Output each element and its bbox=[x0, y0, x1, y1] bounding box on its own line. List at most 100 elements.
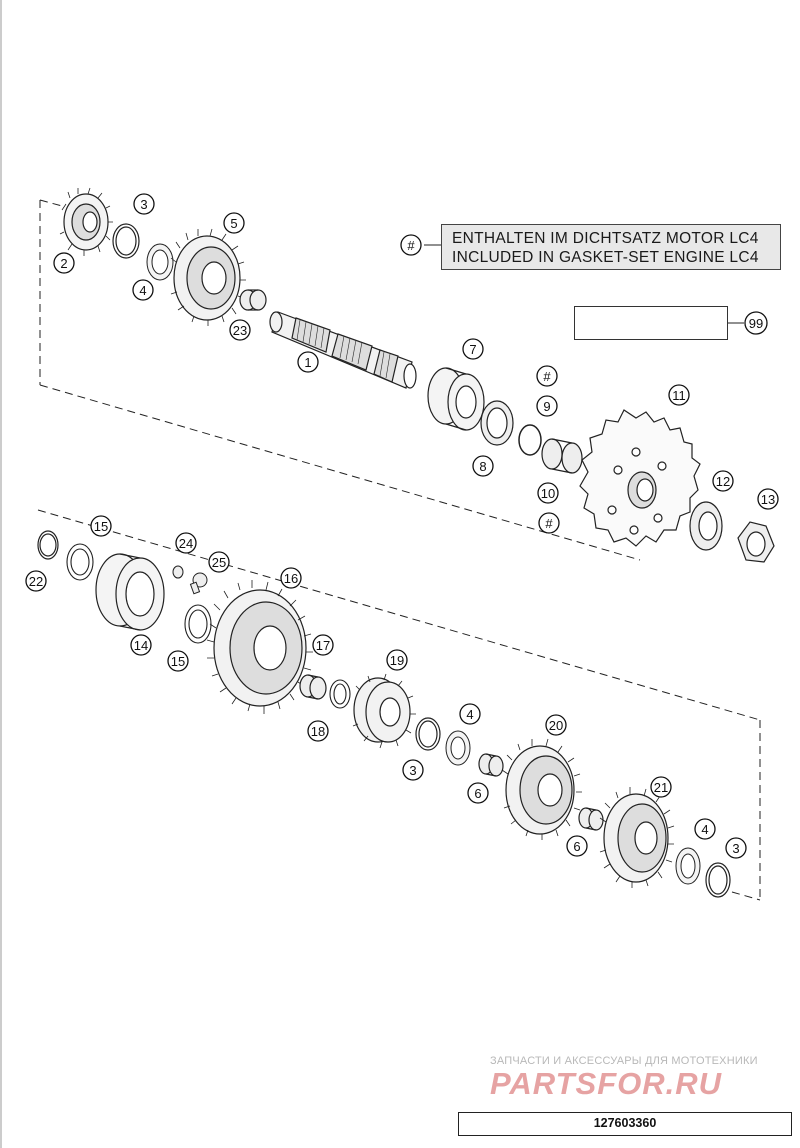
callout-20: 20 bbox=[545, 714, 567, 736]
gear-19 bbox=[352, 673, 416, 749]
callout-4: 4 bbox=[459, 703, 481, 725]
callout-5-label: 5 bbox=[230, 216, 237, 231]
seal-ring-8 bbox=[480, 400, 514, 446]
washer-4-mid bbox=[445, 730, 471, 766]
callout-11: 11 bbox=[668, 384, 690, 406]
gear-5 bbox=[170, 228, 246, 326]
callout-14: 14 bbox=[130, 634, 152, 656]
callout-6-label: 6 bbox=[573, 839, 580, 854]
callout-24-label: 24 bbox=[179, 536, 193, 551]
callout-4: 4 bbox=[694, 818, 716, 840]
callout-7-label: 7 bbox=[469, 342, 476, 357]
nut-13 bbox=[737, 521, 775, 563]
bearing-14 bbox=[95, 553, 165, 631]
gear-16 bbox=[206, 580, 313, 714]
callout-17: 17 bbox=[312, 634, 334, 656]
washer-4 bbox=[146, 243, 174, 281]
callout-9: 9 bbox=[536, 395, 558, 417]
legend-hash-symbol-label: # bbox=[407, 238, 415, 253]
washer-18 bbox=[329, 679, 351, 709]
bushing-6-lower bbox=[578, 807, 604, 831]
callout-11-label: 11 bbox=[672, 388, 686, 403]
callout-13-label: 13 bbox=[761, 492, 775, 507]
lock-washer-12 bbox=[689, 501, 723, 551]
callout-15: 15 bbox=[90, 515, 112, 537]
o-ring-9 bbox=[518, 424, 542, 456]
callout-25: 25 bbox=[208, 551, 230, 573]
callout-24: 24 bbox=[175, 532, 197, 554]
callout-22-label: 22 bbox=[29, 574, 43, 589]
circlip-22 bbox=[37, 530, 59, 560]
callout-4: 4 bbox=[132, 279, 154, 301]
callout-12-label: 12 bbox=[716, 474, 730, 489]
circlip-3-mid bbox=[415, 717, 441, 751]
kit-number-99-label: 99 bbox=[749, 316, 763, 331]
callout-20-label: 20 bbox=[549, 718, 563, 733]
callout-3: 3 bbox=[133, 193, 155, 215]
callout-1: 1 bbox=[297, 351, 319, 373]
callout-3-label: 3 bbox=[140, 197, 147, 212]
circlip-3 bbox=[112, 223, 140, 259]
screw-25 bbox=[189, 572, 208, 595]
callout-12: 12 bbox=[712, 470, 734, 492]
callout-23-label: 23 bbox=[233, 323, 247, 338]
callout-8-label: 8 bbox=[479, 459, 486, 474]
callout-15-label: 15 bbox=[171, 654, 185, 669]
gear-21 bbox=[599, 787, 675, 888]
washer-4-lower bbox=[675, 847, 701, 885]
callout-18: 18 bbox=[307, 720, 329, 742]
spacer-10 bbox=[541, 438, 583, 474]
callout-13: 13 bbox=[757, 488, 779, 510]
bushing-6 bbox=[478, 753, 504, 777]
callout-16: 16 bbox=[280, 567, 302, 589]
callout-2-label: 2 bbox=[60, 256, 67, 271]
bushing-23 bbox=[239, 289, 267, 311]
callout-9-label: 9 bbox=[543, 399, 550, 414]
callout-6: 6 bbox=[566, 835, 588, 857]
legend-line-english: INCLUDED IN GASKET-SET ENGINE LC4 bbox=[452, 249, 759, 266]
assembly-frame bbox=[37, 199, 761, 901]
kit-number-99: 99 bbox=[744, 311, 768, 335]
document-number: 127603360 bbox=[458, 1112, 792, 1136]
callout-21-label: 21 bbox=[654, 780, 668, 795]
legend-box: ENTHALTEN IM DICHTSATZ MOTOR LC4 INCLUDE… bbox=[441, 224, 781, 270]
washer-15-lower bbox=[184, 604, 212, 644]
callout-8: 8 bbox=[472, 455, 494, 477]
watermark-tagline: ЗАПЧАСТИ И АКСЕССУАРЫ ДЛЯ МОТОТЕХНИКИ bbox=[490, 1055, 758, 1067]
callout-4-label: 4 bbox=[466, 707, 473, 722]
watermark-logo: PARTSFOR.RU bbox=[490, 1066, 723, 1101]
callout-3: 3 bbox=[725, 837, 747, 859]
callout-15-label: 15 bbox=[94, 519, 108, 534]
callout-hash: # bbox=[538, 512, 560, 534]
callout-hash-label: # bbox=[543, 369, 551, 384]
bearing-7 bbox=[427, 367, 485, 431]
bushing-17 bbox=[299, 674, 327, 700]
callout-15: 15 bbox=[167, 650, 189, 672]
callout-6: 6 bbox=[467, 782, 489, 804]
callout-2: 2 bbox=[53, 252, 75, 274]
callout-4-label: 4 bbox=[701, 822, 708, 837]
washer-24 bbox=[172, 565, 184, 579]
callout-25-label: 25 bbox=[212, 555, 226, 570]
callout-14-label: 14 bbox=[134, 638, 148, 653]
washer-15 bbox=[66, 543, 94, 581]
callout-hash: # bbox=[536, 365, 558, 387]
callout-21: 21 bbox=[650, 776, 672, 798]
callout-7: 7 bbox=[462, 338, 484, 360]
callout-4-label: 4 bbox=[139, 283, 146, 298]
callout-hash-label: # bbox=[545, 516, 553, 531]
callout-18-label: 18 bbox=[311, 724, 325, 739]
kit-box bbox=[574, 306, 728, 340]
callout-17-label: 17 bbox=[316, 638, 330, 653]
callout-23: 23 bbox=[229, 319, 251, 341]
callout-19-label: 19 bbox=[390, 653, 404, 668]
legend-hash-symbol: # bbox=[400, 234, 422, 256]
callout-3-label: 3 bbox=[409, 763, 416, 778]
legend-line-german: ENTHALTEN IM DICHTSATZ MOTOR LC4 bbox=[452, 230, 759, 247]
callout-22: 22 bbox=[25, 570, 47, 592]
sprocket-11 bbox=[579, 409, 701, 547]
callout-16-label: 16 bbox=[284, 571, 298, 586]
main-shaft-1 bbox=[269, 311, 417, 389]
callout-19: 19 bbox=[386, 649, 408, 671]
